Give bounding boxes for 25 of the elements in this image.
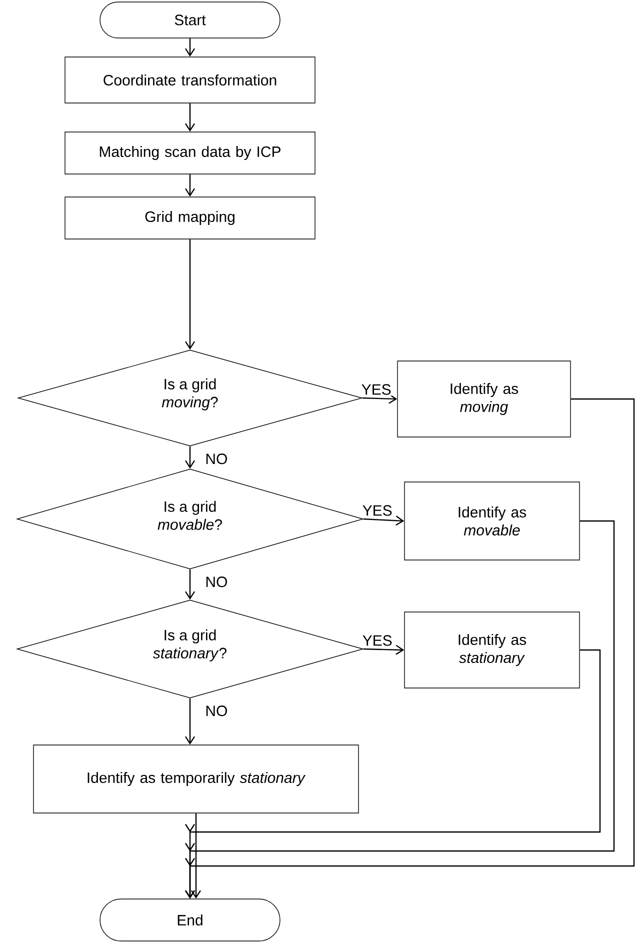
process-box: Identify as temporarily stationary: [33, 744, 359, 814]
arrow: [191, 813, 202, 899]
terminal-box: End: [100, 898, 280, 942]
arrow: [185, 446, 196, 469]
edge-label: NO: [204, 704, 229, 718]
edge-label: YES: [360, 383, 392, 396]
process-box: Identify as stationary: [404, 612, 580, 688]
arrow: [185, 239, 195, 350]
arrow: [185, 38, 195, 57]
arrow: [185, 398, 635, 899]
arrow: [185, 174, 196, 197]
arrow: [185, 698, 195, 745]
edge-label: NO: [204, 576, 229, 588]
process-box: Identify as movable: [404, 482, 580, 560]
process-box: Grid mapping: [64, 196, 316, 240]
arrow: [185, 569, 195, 600]
arrow: [363, 516, 404, 526]
arrow: [363, 644, 404, 655]
edge-label: NO: [204, 452, 229, 466]
process-box: Identify as moving: [397, 360, 571, 438]
process-box: Matching scan data by ICP: [64, 132, 316, 174]
arrow: [362, 394, 398, 404]
arrow: [185, 103, 196, 132]
process-box: Coordinate transformation: [64, 56, 316, 104]
terminal-box: Start: [100, 2, 280, 38]
